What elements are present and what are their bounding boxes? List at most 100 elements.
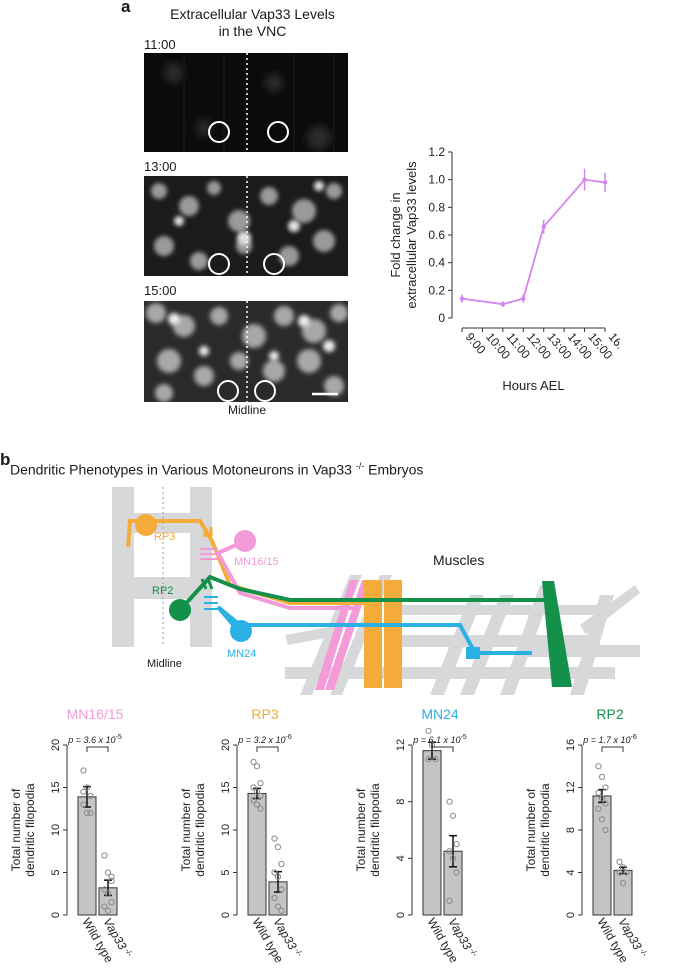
data-point: [253, 801, 261, 808]
panel-a-title-line1: Extracellular Vap33 Levels: [170, 6, 335, 22]
p-value-exp: -5: [461, 734, 467, 741]
data-point: [101, 903, 108, 910]
data-point: [101, 852, 108, 859]
data-point: [453, 869, 460, 876]
data-point: [619, 880, 627, 887]
data-point: [446, 798, 453, 805]
p-value-exp: -6: [631, 734, 637, 741]
micrograph-1100: [144, 53, 348, 152]
y-tick-label: 4: [565, 869, 577, 875]
y-tick-label: 20: [220, 739, 232, 751]
panel-letter-b: b: [0, 450, 11, 469]
rp2-neuron: [169, 574, 550, 621]
data-point: [83, 784, 91, 791]
data-point: [257, 792, 264, 800]
data-point: [278, 907, 285, 914]
panel-b-title-suffix: Embryos: [364, 461, 424, 478]
y-axis-label: Total number ofdendritic filopodia: [354, 783, 382, 877]
panel-a-title: Extracellular Vap33 Levels in the VNC: [140, 6, 365, 40]
data-point: [425, 756, 432, 763]
significance-bracket: [256, 746, 279, 752]
y-tick-label: 0: [220, 912, 232, 918]
y-tick-label: 0: [565, 912, 577, 918]
y-tick-label: 5: [50, 869, 62, 875]
label-muscles: Muscles: [433, 552, 484, 568]
label-rp2: RP2: [152, 585, 173, 597]
data-point: [278, 860, 285, 868]
data-point: [595, 789, 602, 796]
data-point: [80, 801, 87, 808]
x-tick-label: 9:00: [463, 330, 489, 357]
data-point: [598, 795, 606, 802]
data-point: [598, 816, 606, 823]
data-point: [602, 826, 609, 834]
y-axis-label-line: Fold change in: [388, 192, 403, 277]
bar: [422, 750, 442, 916]
data-point: [616, 858, 623, 865]
p-value-text: p = 6.1 x 10: [412, 735, 460, 745]
bar: [613, 869, 633, 916]
y-tick-label: 8: [565, 827, 577, 833]
p-value: p = 3.6 x 10-5: [67, 734, 122, 745]
label-mn24: MN24: [227, 648, 256, 660]
p-value-text: p = 3.2 x 10: [237, 735, 285, 745]
data-point: [623, 869, 630, 876]
data-point: [274, 873, 282, 880]
p-value-text: p = 1.7 x 10: [582, 735, 630, 745]
data-point: [500, 301, 506, 307]
x-label-mutant-sup: -/-: [123, 947, 135, 958]
mn1615-neuron: [200, 530, 355, 610]
significance-bracket: [86, 746, 109, 752]
data-point: [595, 763, 602, 770]
chart-title: RP2: [596, 706, 623, 722]
p-value-exp: -5: [116, 734, 122, 741]
y-axis-label-line: dendritic filopodia: [193, 783, 207, 877]
y-tick-label: 0.6: [428, 228, 445, 242]
data-point: [602, 784, 609, 791]
y-axis-label-line: dendritic filopodia: [538, 783, 552, 877]
chart-title: MN24: [421, 706, 459, 722]
y-tick-label: 15: [220, 781, 232, 793]
data-point: [253, 788, 261, 795]
micrograph-1100-svg: [144, 53, 348, 152]
data-point: [582, 177, 587, 182]
data-point: [449, 855, 457, 862]
data-point: [80, 788, 87, 795]
x-label-mutant-sup: -/-: [468, 947, 480, 958]
y-tick-label: 0.2: [428, 283, 445, 297]
data-point: [104, 869, 112, 876]
y-axis-label: Total number ofdendritic filopodia: [524, 783, 552, 877]
panel-a-title-line2: in the VNC: [218, 23, 287, 39]
rp3-neuron: [126, 514, 366, 605]
panel-b-title-sup: -/-: [355, 461, 365, 471]
y-tick-label: 1.0: [428, 173, 445, 187]
data-point: [432, 756, 439, 763]
data-point: [250, 784, 257, 791]
data-point: [83, 809, 91, 817]
y-axis-label-line: Total number of: [354, 788, 368, 871]
y-tick-label: 1.2: [428, 145, 445, 159]
y-tick-label: 12: [565, 781, 577, 793]
data-point: [257, 780, 264, 787]
data-point: [250, 758, 257, 766]
data-point: [449, 812, 457, 819]
label-rp3: RP3: [154, 531, 175, 543]
y-axis-label: Total number ofdendritic filopodia: [9, 783, 37, 877]
data-point: [278, 886, 285, 893]
y-axis-label-line: Total number of: [179, 788, 193, 871]
data-point: [274, 843, 282, 851]
bar: [592, 795, 612, 916]
y-tick-label: 12: [395, 739, 407, 751]
data-point: [87, 792, 94, 800]
data-point: [425, 727, 432, 734]
p-value-exp: -6: [286, 734, 292, 741]
motoneuron-diagram: RP3 MN16/15 RP2 MN24 Muscles Midline: [112, 487, 640, 695]
x-label-mutant-sup: -/-: [638, 947, 650, 958]
data-point: [541, 224, 546, 229]
y-axis-label-line: Total number of: [524, 788, 538, 871]
p-value: p = 1.7 x 10-6: [582, 734, 637, 745]
y-tick-label: 16: [565, 739, 577, 751]
series-line: [461, 178, 606, 306]
chart-title: RP3: [251, 706, 278, 722]
data-point: [108, 873, 115, 880]
